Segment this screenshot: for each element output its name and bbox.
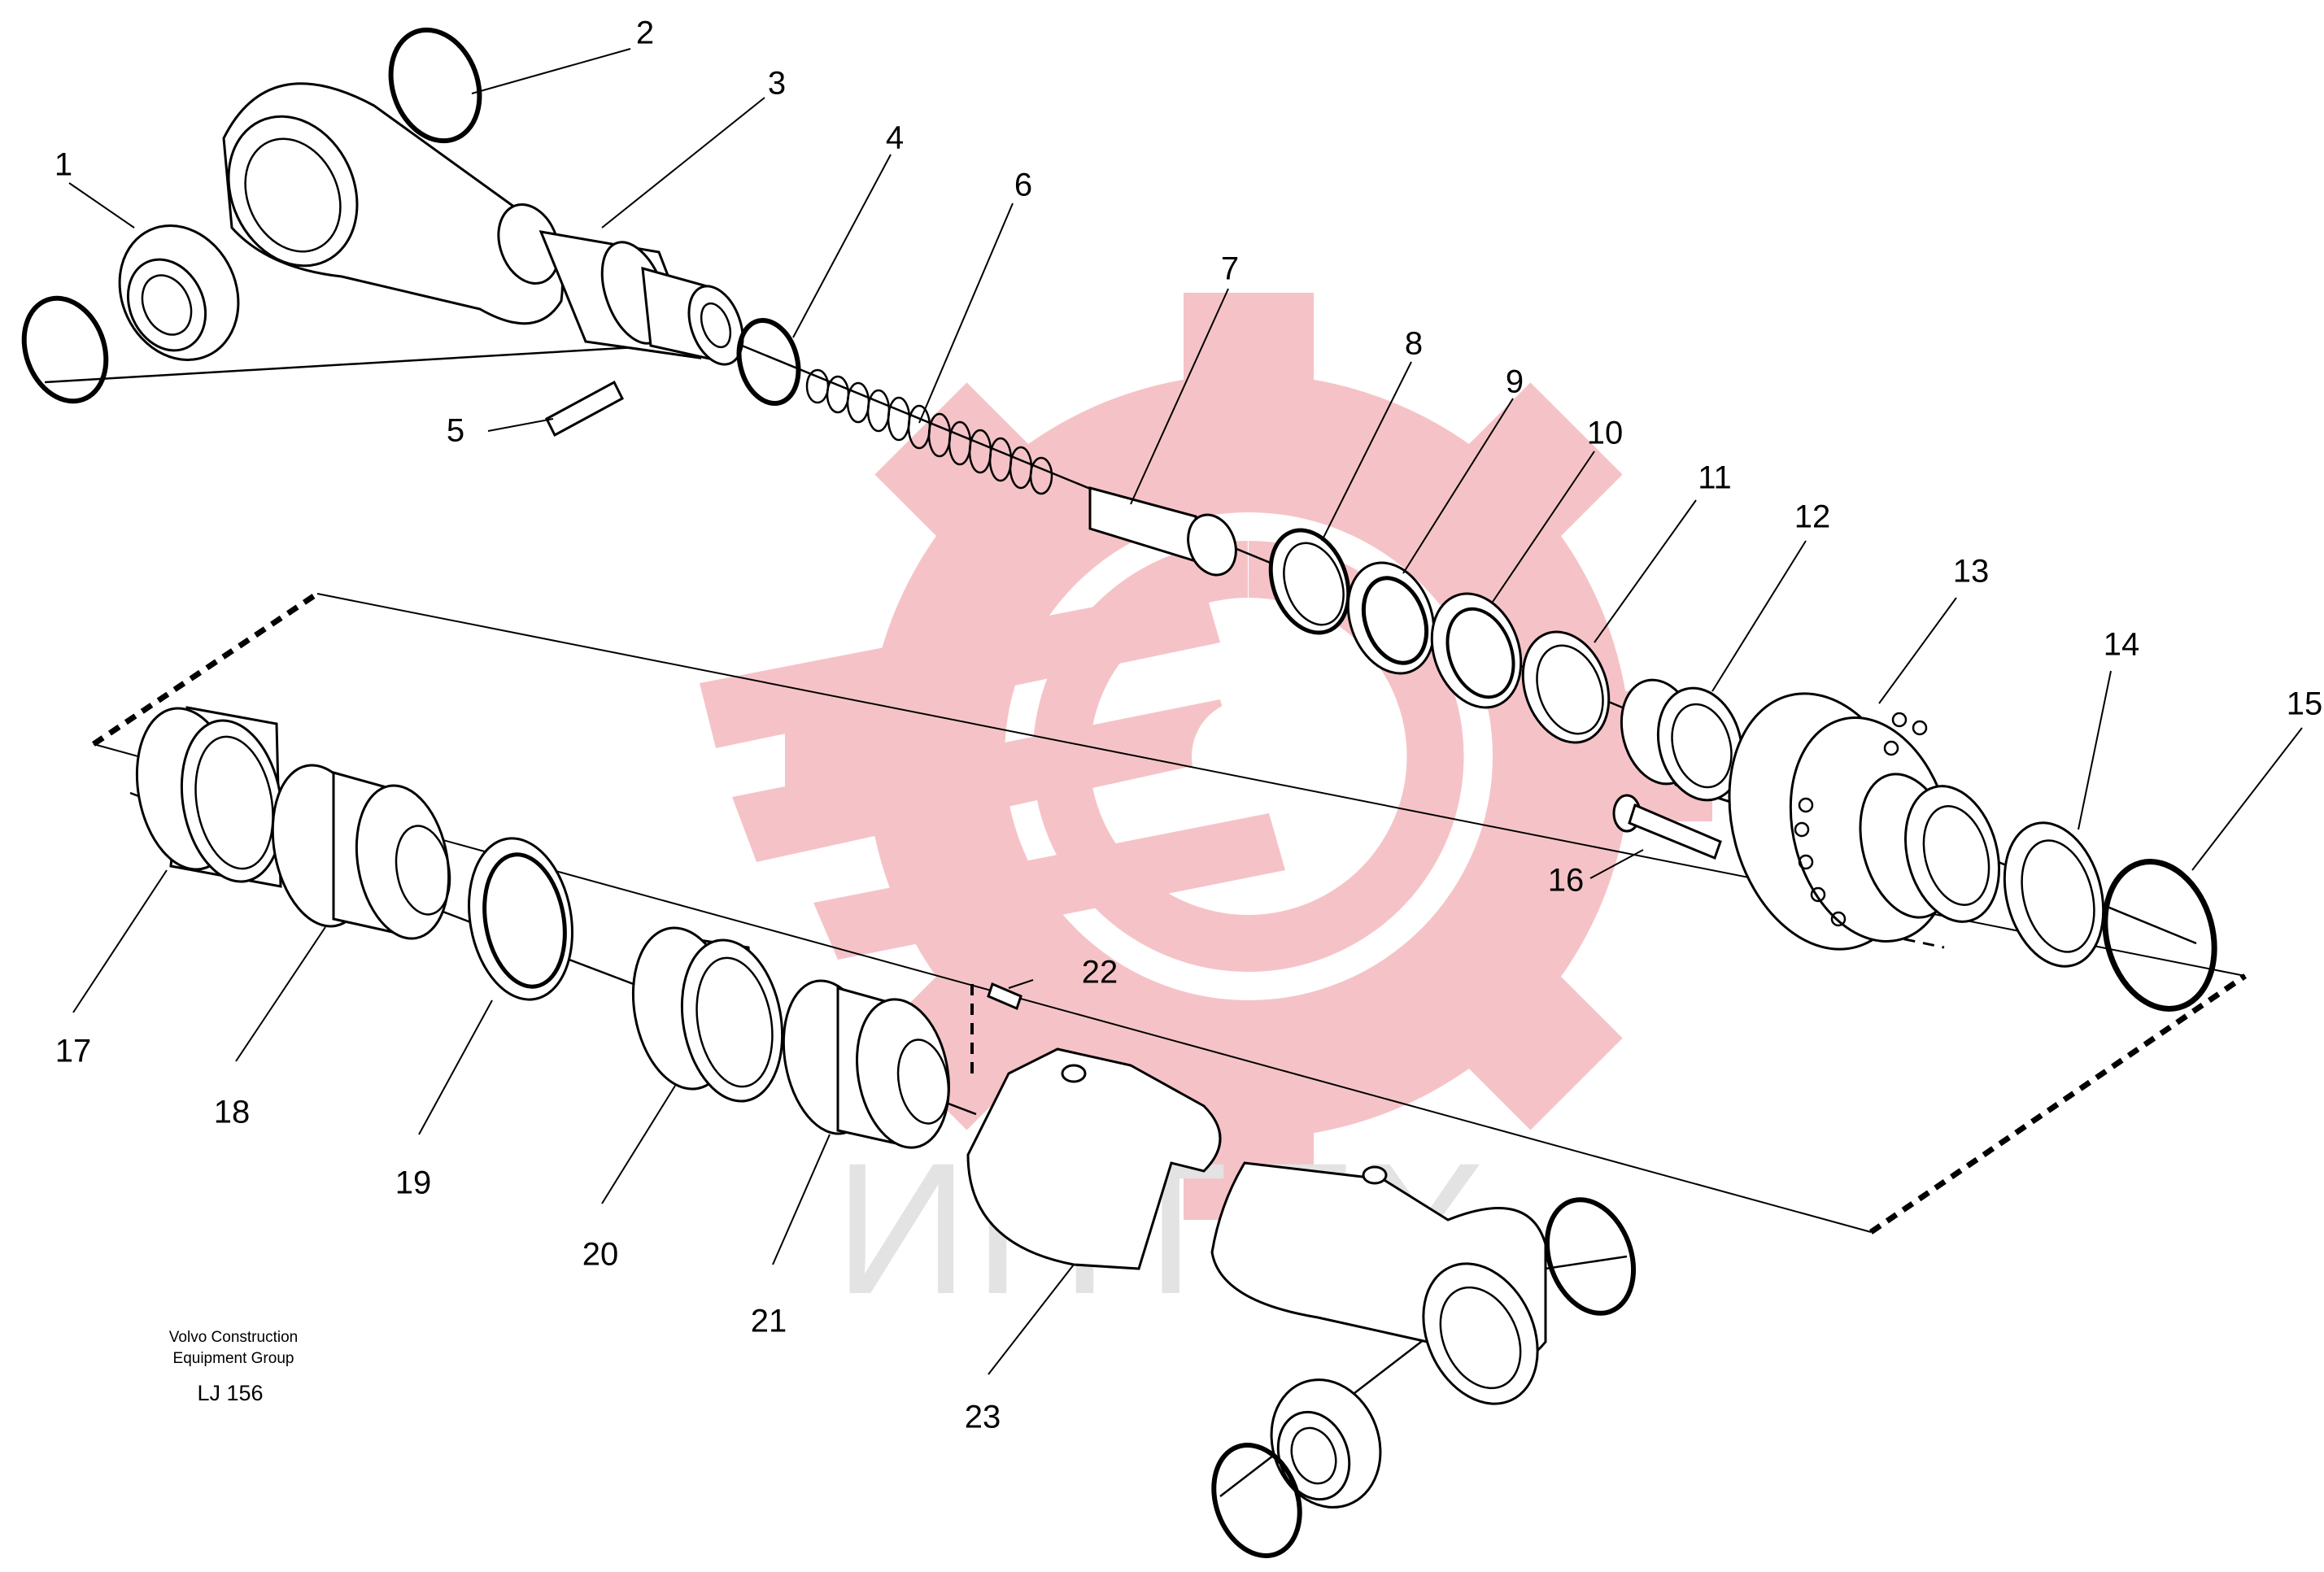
callout-8: 8 — [1405, 326, 1423, 362]
part-20-guide-band — [631, 926, 784, 1103]
part-7-valve-stem — [1088, 486, 1237, 577]
part-3-rod-end — [538, 230, 744, 366]
bottom-spherical-bearing — [1270, 1378, 1382, 1509]
part-9-backup-ring — [1346, 561, 1436, 675]
callout-10: 10 — [1587, 416, 1624, 451]
callout-16: 16 — [1548, 863, 1585, 899]
callout-15: 15 — [2287, 686, 2323, 722]
part-23-cylinder-tube — [966, 1047, 1547, 1405]
footer-line-2: Equipment Group — [173, 1350, 294, 1367]
footer-line-1: Volvo Construction — [169, 1329, 298, 1346]
callout-12: 12 — [1794, 499, 1831, 535]
callout-4: 4 — [886, 120, 904, 156]
drawing-code: LJ 156 — [197, 1381, 263, 1405]
part-8-seal-ring — [1268, 528, 1351, 635]
callout-18: 18 — [214, 1095, 251, 1130]
callout-19: 19 — [395, 1165, 432, 1201]
callout-22: 22 — [1082, 955, 1118, 991]
callout-3: 3 — [768, 66, 786, 102]
leader-lines — [68, 48, 2303, 1375]
part-11-wiper-ring — [1521, 630, 1611, 744]
callout-11: 11 — [1698, 460, 1732, 496]
part-1-spherical-bearing — [118, 224, 240, 362]
part-12-bushing — [1620, 678, 1744, 808]
part-10-guide-ring — [1430, 592, 1523, 709]
footer-credit: Volvo Construction Equipment Group LJ 15… — [169, 1329, 298, 1405]
callout-9: 9 — [1506, 364, 1524, 400]
part-1-circlip-left — [21, 295, 109, 404]
callout-7: 7 — [1221, 251, 1239, 287]
callout-21: 21 — [751, 1304, 787, 1339]
part-6-spring — [805, 368, 1053, 495]
callout-5: 5 — [447, 413, 464, 449]
part-19-piston-seal — [468, 837, 573, 1001]
watermark-gear-logo — [700, 293, 1712, 1220]
part-22-set-screw — [987, 982, 1022, 1011]
part-5-pin — [545, 380, 624, 438]
callout-23: 23 — [965, 1400, 1001, 1435]
part-17-sleeve — [135, 706, 284, 888]
part-15-retaining-ring — [2102, 859, 2217, 1012]
callout-14: 14 — [2104, 627, 2140, 663]
part-21-piston-nut — [782, 979, 950, 1149]
part-16-bolt — [1612, 794, 1722, 860]
callout-2: 2 — [636, 15, 654, 51]
callout-20: 20 — [582, 1237, 619, 1273]
callout-1: 1 — [55, 147, 72, 183]
callout-13: 13 — [1953, 554, 1990, 590]
callout-17: 17 — [55, 1034, 92, 1069]
part-13-cylinder-head — [1728, 692, 2001, 951]
part-2-circlip — [388, 27, 482, 144]
part-18-piston — [271, 764, 451, 940]
part-14-seal-ring — [2003, 821, 2105, 968]
piston-rod-eye — [222, 82, 564, 325]
callout-labels: 1 2 3 4 5 6 7 8 9 10 11 12 13 14 15 16 1… — [55, 15, 2322, 1435]
bottom-circlip-right — [1544, 1197, 1637, 1316]
bottom-circlip-left — [1211, 1443, 1302, 1558]
part-4-o-ring — [736, 317, 801, 407]
callout-6: 6 — [1014, 168, 1032, 203]
